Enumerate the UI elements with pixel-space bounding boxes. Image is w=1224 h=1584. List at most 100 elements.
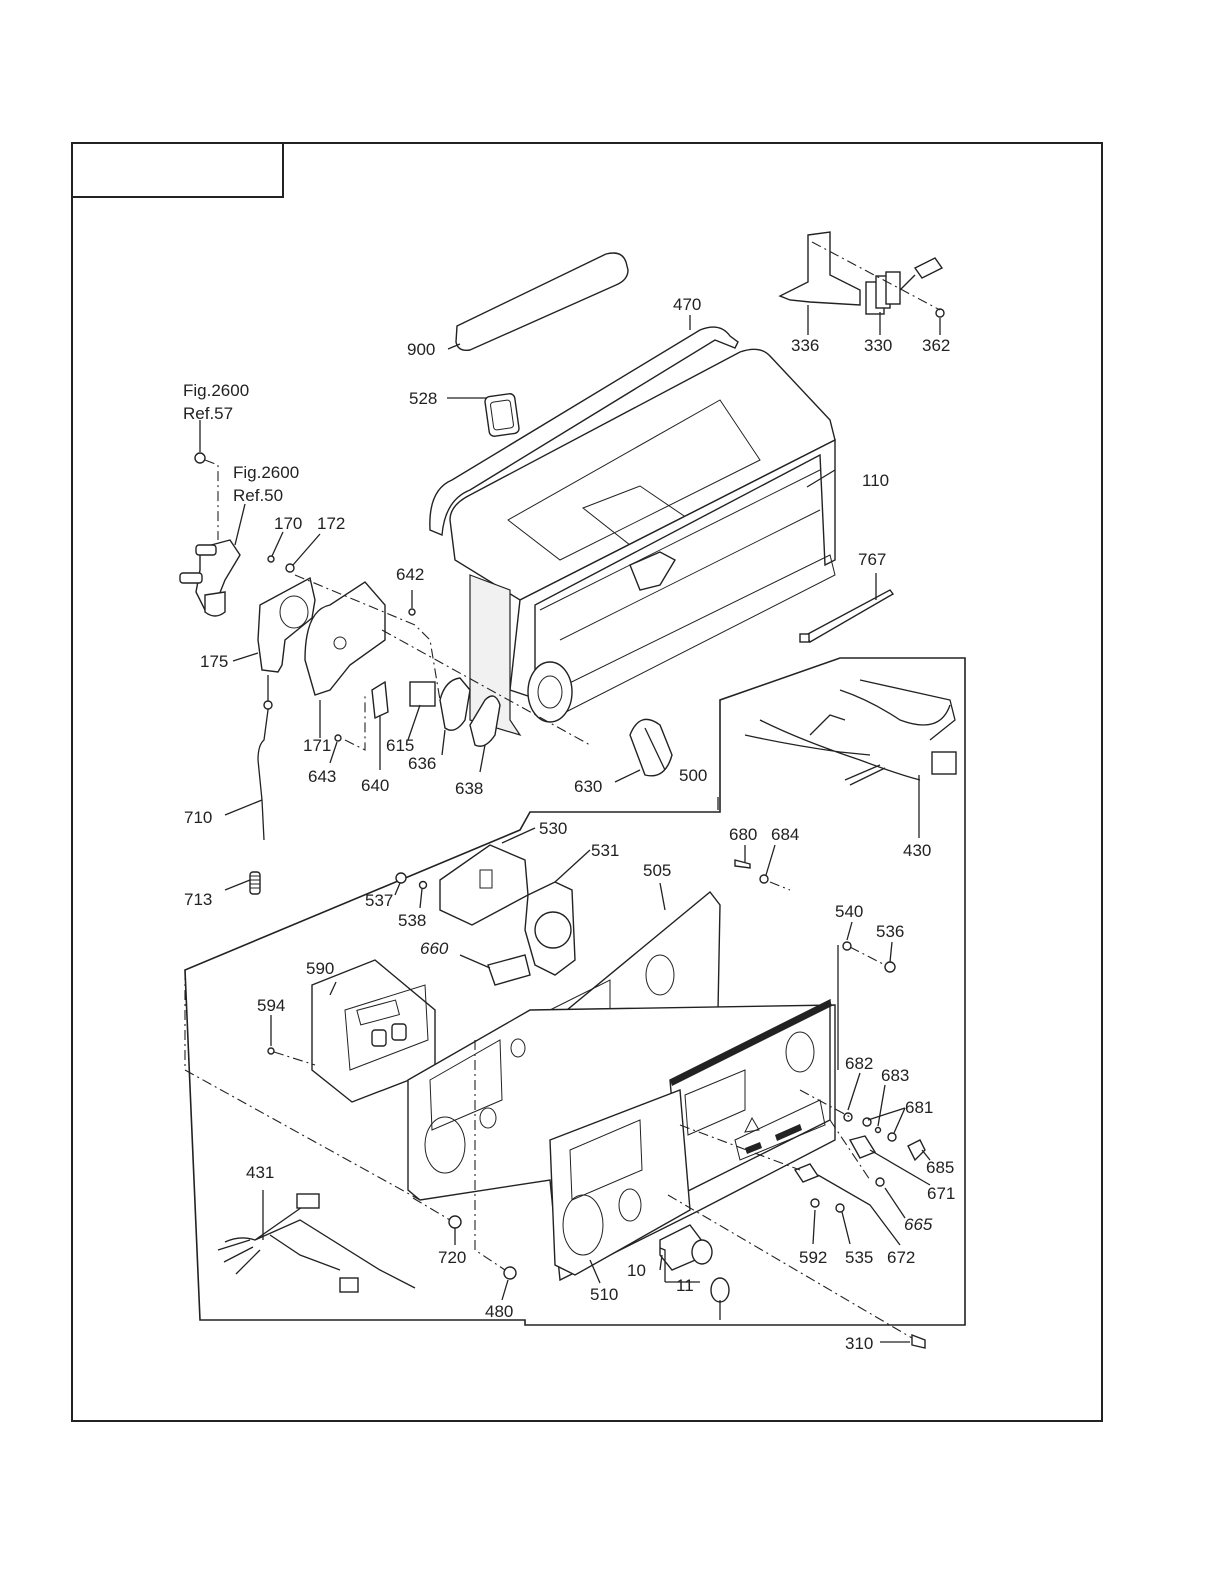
label-615: 615 [386, 736, 415, 755]
part-680-screw [734, 859, 751, 869]
part-672-terminal [793, 1163, 820, 1183]
label-682: 682 [845, 1054, 874, 1073]
part-683-washer [874, 1126, 882, 1134]
part-643-screw [334, 734, 342, 742]
label-531: 531 [591, 841, 620, 860]
part-671-terminal [848, 1135, 877, 1159]
label-767: 767 [858, 550, 887, 569]
label-720: 720 [438, 1248, 467, 1267]
label-431: 431 [246, 1163, 275, 1182]
part-900-label-plate [455, 252, 629, 352]
label-642: 642 [396, 565, 425, 584]
assembly-boundary-dash [184, 970, 421, 1201]
label-336: 336 [791, 336, 820, 355]
assembly-500-boundary [184, 657, 966, 1326]
fuel-sediment-bowl [204, 591, 226, 617]
label-538: 538 [398, 911, 427, 930]
label-110: 110 [862, 471, 890, 490]
part-681-washer-b [887, 1132, 897, 1142]
label-470: 470 [673, 295, 702, 314]
part-642-screw [408, 608, 416, 616]
title-box [71, 142, 284, 198]
label-540: 540 [835, 902, 864, 921]
label-170: 170 [274, 514, 303, 533]
part-638-gasket [469, 695, 501, 747]
label-672: 672 [887, 1248, 916, 1267]
label-171: 171 [303, 736, 332, 755]
ref-fig2600-57-line2: Ref.57 [183, 404, 234, 423]
part-538-washer [418, 880, 428, 890]
label-500: 500 [679, 766, 708, 785]
label-636: 636 [408, 754, 437, 773]
label-536: 536 [876, 922, 905, 941]
label-175: 175 [200, 652, 229, 671]
part-540-washer [842, 941, 852, 951]
label-537: 537 [365, 891, 394, 910]
part-110-cover [449, 348, 836, 601]
part-362-screw [935, 308, 945, 318]
ref57-bolt [194, 452, 206, 464]
label-640: 640 [361, 776, 390, 795]
part-537-nut [395, 872, 407, 884]
part-528-grommet [484, 393, 520, 437]
label-594: 594 [257, 996, 286, 1015]
part-720-bolt [448, 1215, 462, 1229]
part-535-screw [835, 1203, 845, 1213]
ref-fig2600-50-line1: Fig.2600 [233, 463, 300, 482]
part-665-screw [875, 1177, 885, 1187]
label-643: 643 [308, 767, 337, 786]
part-431-wire-harness [224, 1204, 416, 1289]
part-430-wire-harness [744, 679, 956, 781]
label-592: 592 [799, 1248, 828, 1267]
part-640-plate [371, 680, 389, 720]
part-480-screw [503, 1266, 517, 1280]
ref-fig2600-50-line2: Ref.50 [233, 486, 284, 505]
part-710-choke-cable [257, 675, 269, 841]
part-767-cable-tie [805, 589, 895, 643]
label-480: 480 [485, 1302, 514, 1321]
part-110-fuel-cap-holder [629, 551, 676, 591]
part-431-connector-a [296, 1193, 320, 1209]
label-680: 680 [729, 825, 758, 844]
part-11-key [710, 1277, 730, 1303]
part-530-gfci-receptacle [439, 844, 529, 926]
part-536-screw [884, 961, 896, 973]
label-510: 510 [590, 1285, 619, 1304]
drawing-frame [71, 142, 1103, 1422]
part-636-receptacle-base [439, 677, 471, 731]
label-713: 713 [184, 890, 213, 909]
part-684-washer [759, 874, 769, 884]
part-713-spring [249, 871, 261, 895]
label-683: 683 [881, 1066, 910, 1085]
label-685: 685 [926, 1158, 955, 1177]
label-638: 638 [455, 779, 484, 798]
part-430-connector [931, 751, 957, 775]
part-170-screw [267, 555, 275, 563]
leader-lines [224, 305, 941, 1343]
part-682-washer [843, 1112, 853, 1122]
label-310: 310 [845, 1334, 874, 1353]
part-470-rail [429, 326, 739, 537]
label-660: 660 [420, 939, 449, 958]
part-330-connector [913, 257, 944, 279]
part-171-cover [304, 581, 386, 696]
label-505: 505 [643, 861, 672, 880]
part-615-switch [409, 681, 436, 707]
part-431-connector-b [339, 1277, 359, 1293]
label-530: 530 [539, 819, 568, 838]
part-660-circuit-breaker [487, 954, 531, 986]
label-665: 665 [904, 1215, 933, 1234]
part-630-choke-knob [629, 718, 673, 777]
label-900: 900 [407, 340, 436, 359]
label-681: 681 [905, 1098, 934, 1117]
part-110-side-panel [469, 574, 522, 737]
part-110-fuel-opening [527, 661, 573, 723]
ref-fig2600-57-line1: Fig.2600 [183, 381, 250, 400]
label-671: 671 [927, 1184, 956, 1203]
part-592-screw [810, 1198, 820, 1208]
part-172-washer [285, 563, 295, 573]
part-594-nut [267, 1047, 275, 1055]
part-336-bracket [778, 231, 861, 306]
label-590: 590 [306, 959, 335, 978]
